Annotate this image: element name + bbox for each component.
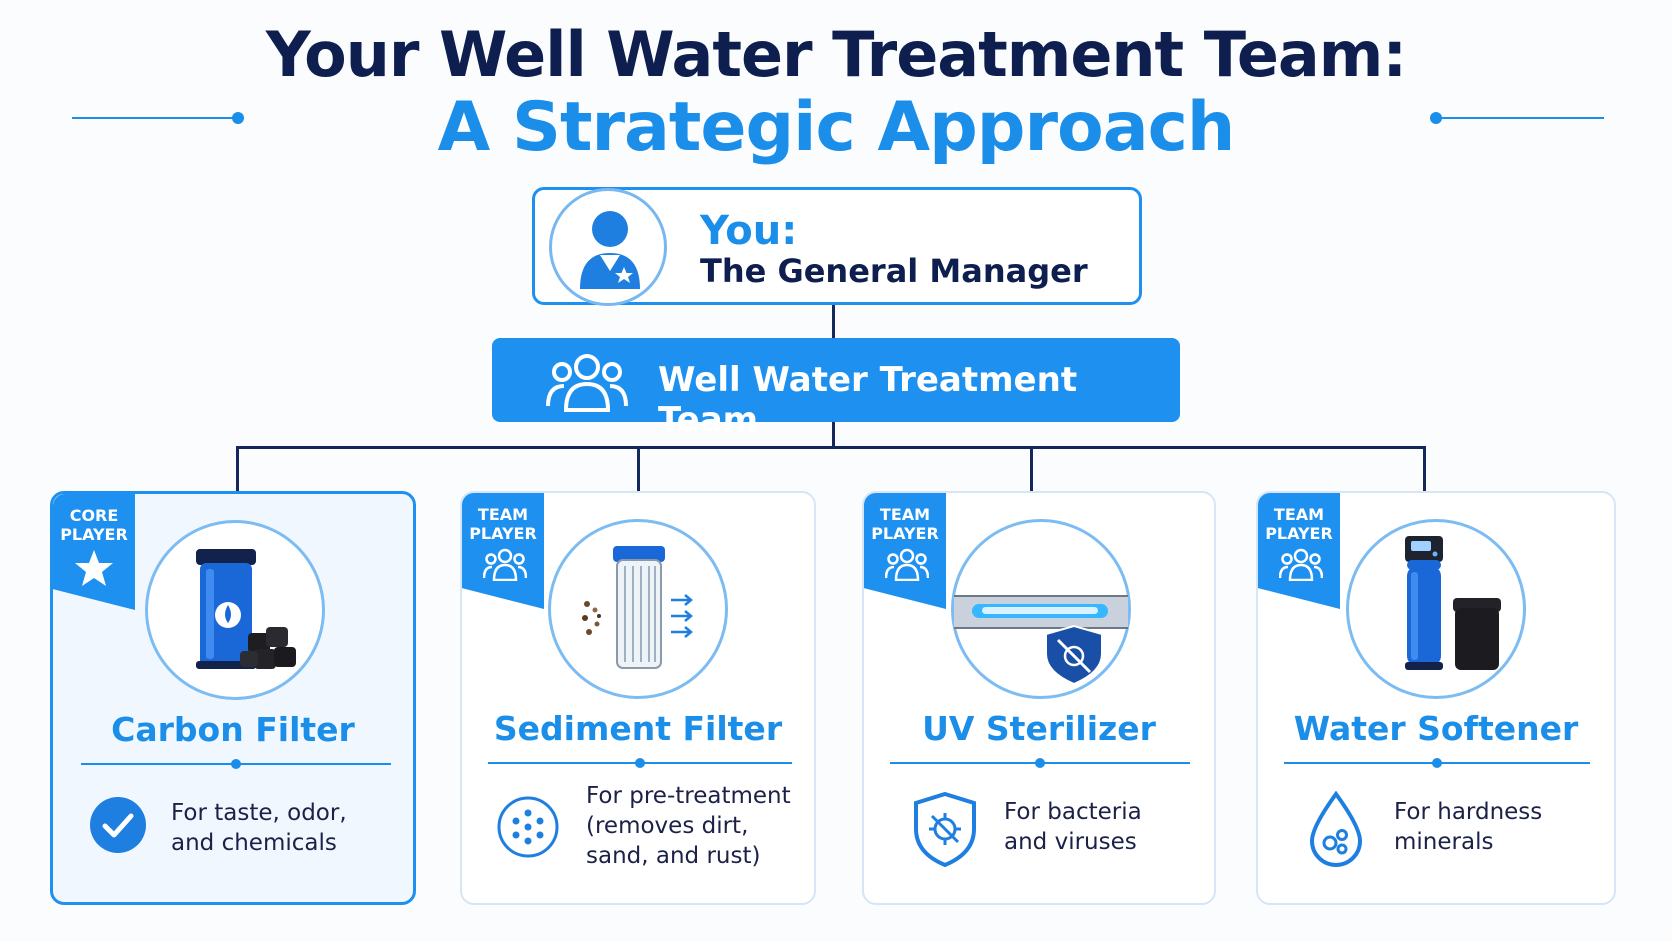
card-carbon-filter: CORE PLAYER Carbon Filter For taste, odo… bbox=[50, 491, 416, 905]
team-player-badge: TEAM PLAYER bbox=[462, 493, 544, 609]
manager-label: You: bbox=[700, 208, 798, 254]
description-line: minerals bbox=[1394, 829, 1494, 855]
description-line: For hardness bbox=[1394, 799, 1543, 825]
connector-card-2 bbox=[637, 446, 640, 491]
badge-line-1: TEAM bbox=[477, 505, 529, 524]
connector-horizontal bbox=[236, 446, 1426, 449]
badge-line-2: PLAYER bbox=[1265, 524, 1333, 543]
connector-manager-to-team bbox=[832, 305, 835, 338]
team-group-icon bbox=[1279, 548, 1323, 581]
checkmark-icon bbox=[90, 797, 146, 853]
card-description: For taste, odor, and chemicals bbox=[171, 798, 347, 858]
team-bar-label: Well Water Treatment Team bbox=[658, 360, 1078, 440]
card-description: For pre-treatment (removes dirt, sand, a… bbox=[586, 781, 791, 871]
badge-line-2: PLAYER bbox=[60, 525, 128, 544]
description-line: For bacteria bbox=[1004, 799, 1142, 825]
card-title: UV Sterilizer bbox=[922, 709, 1156, 748]
team-bar: Well Water Treatment Team bbox=[492, 338, 1180, 440]
title-decor-dot-left bbox=[232, 112, 244, 124]
particles-icon bbox=[497, 796, 559, 858]
connector-card-4 bbox=[1423, 446, 1426, 491]
description-line: sand, and rust) bbox=[586, 843, 761, 869]
mineral-drop-icon bbox=[1309, 791, 1363, 867]
sediment-filter-illustration bbox=[548, 519, 728, 699]
badge-line-1: CORE bbox=[69, 506, 119, 525]
team-group-icon bbox=[546, 354, 628, 412]
card-divider-dot bbox=[1035, 758, 1045, 768]
card-uv-sterilizer: TEAM PLAYER UV Sterilizer F bbox=[862, 491, 1216, 905]
badge-line-2: PLAYER bbox=[871, 524, 939, 543]
card-title: Carbon Filter bbox=[111, 710, 355, 749]
virus-shield-icon bbox=[914, 791, 976, 867]
description-line: For taste, odor, bbox=[171, 800, 347, 826]
team-group-icon bbox=[483, 548, 527, 581]
title-decor-line-left bbox=[72, 117, 240, 119]
badge-line-2: PLAYER bbox=[469, 524, 537, 543]
badge-line-1: TEAM bbox=[879, 505, 931, 524]
connector-team-down bbox=[832, 422, 835, 448]
description-line: and viruses bbox=[1004, 829, 1137, 855]
badge-line-1: TEAM bbox=[1273, 505, 1325, 524]
core-player-badge: CORE PLAYER bbox=[53, 494, 135, 610]
team-player-badge: TEAM PLAYER bbox=[1258, 493, 1340, 609]
card-divider-dot bbox=[635, 758, 645, 768]
carbon-filter-illustration bbox=[145, 520, 325, 700]
card-title: Water Softener bbox=[1293, 709, 1579, 748]
title-primary: Your Well Water Treatment Team: bbox=[265, 18, 1407, 91]
title-decor-line-right bbox=[1436, 117, 1604, 119]
title-secondary: A Strategic Approach bbox=[437, 88, 1236, 167]
card-divider-dot bbox=[231, 759, 241, 769]
description-line: (removes dirt, bbox=[586, 813, 749, 839]
manager-avatar-icon bbox=[549, 188, 667, 306]
card-divider-dot bbox=[1432, 758, 1442, 768]
card-title: Sediment Filter bbox=[493, 709, 783, 748]
card-sediment-filter: TEAM PLAYER Sediment Filter bbox=[460, 491, 816, 905]
manager-role: The General Manager bbox=[700, 252, 1088, 290]
manager-box: You: The General Manager bbox=[532, 187, 1142, 306]
card-description: For hardness minerals bbox=[1394, 797, 1542, 857]
card-water-softener: TEAM PLAYER Water Softener For hard bbox=[1256, 491, 1616, 905]
team-group-icon bbox=[885, 548, 929, 581]
team-player-badge: TEAM PLAYER bbox=[864, 493, 946, 609]
star-icon bbox=[75, 550, 113, 586]
card-description: For bacteria and viruses bbox=[1004, 797, 1142, 857]
water-softener-illustration bbox=[1346, 519, 1526, 699]
connector-card-1 bbox=[236, 446, 239, 491]
connector-card-3 bbox=[1030, 446, 1033, 491]
uv-sterilizer-illustration bbox=[951, 519, 1131, 699]
description-line: For pre-treatment bbox=[586, 783, 791, 809]
description-line: and chemicals bbox=[171, 830, 337, 856]
